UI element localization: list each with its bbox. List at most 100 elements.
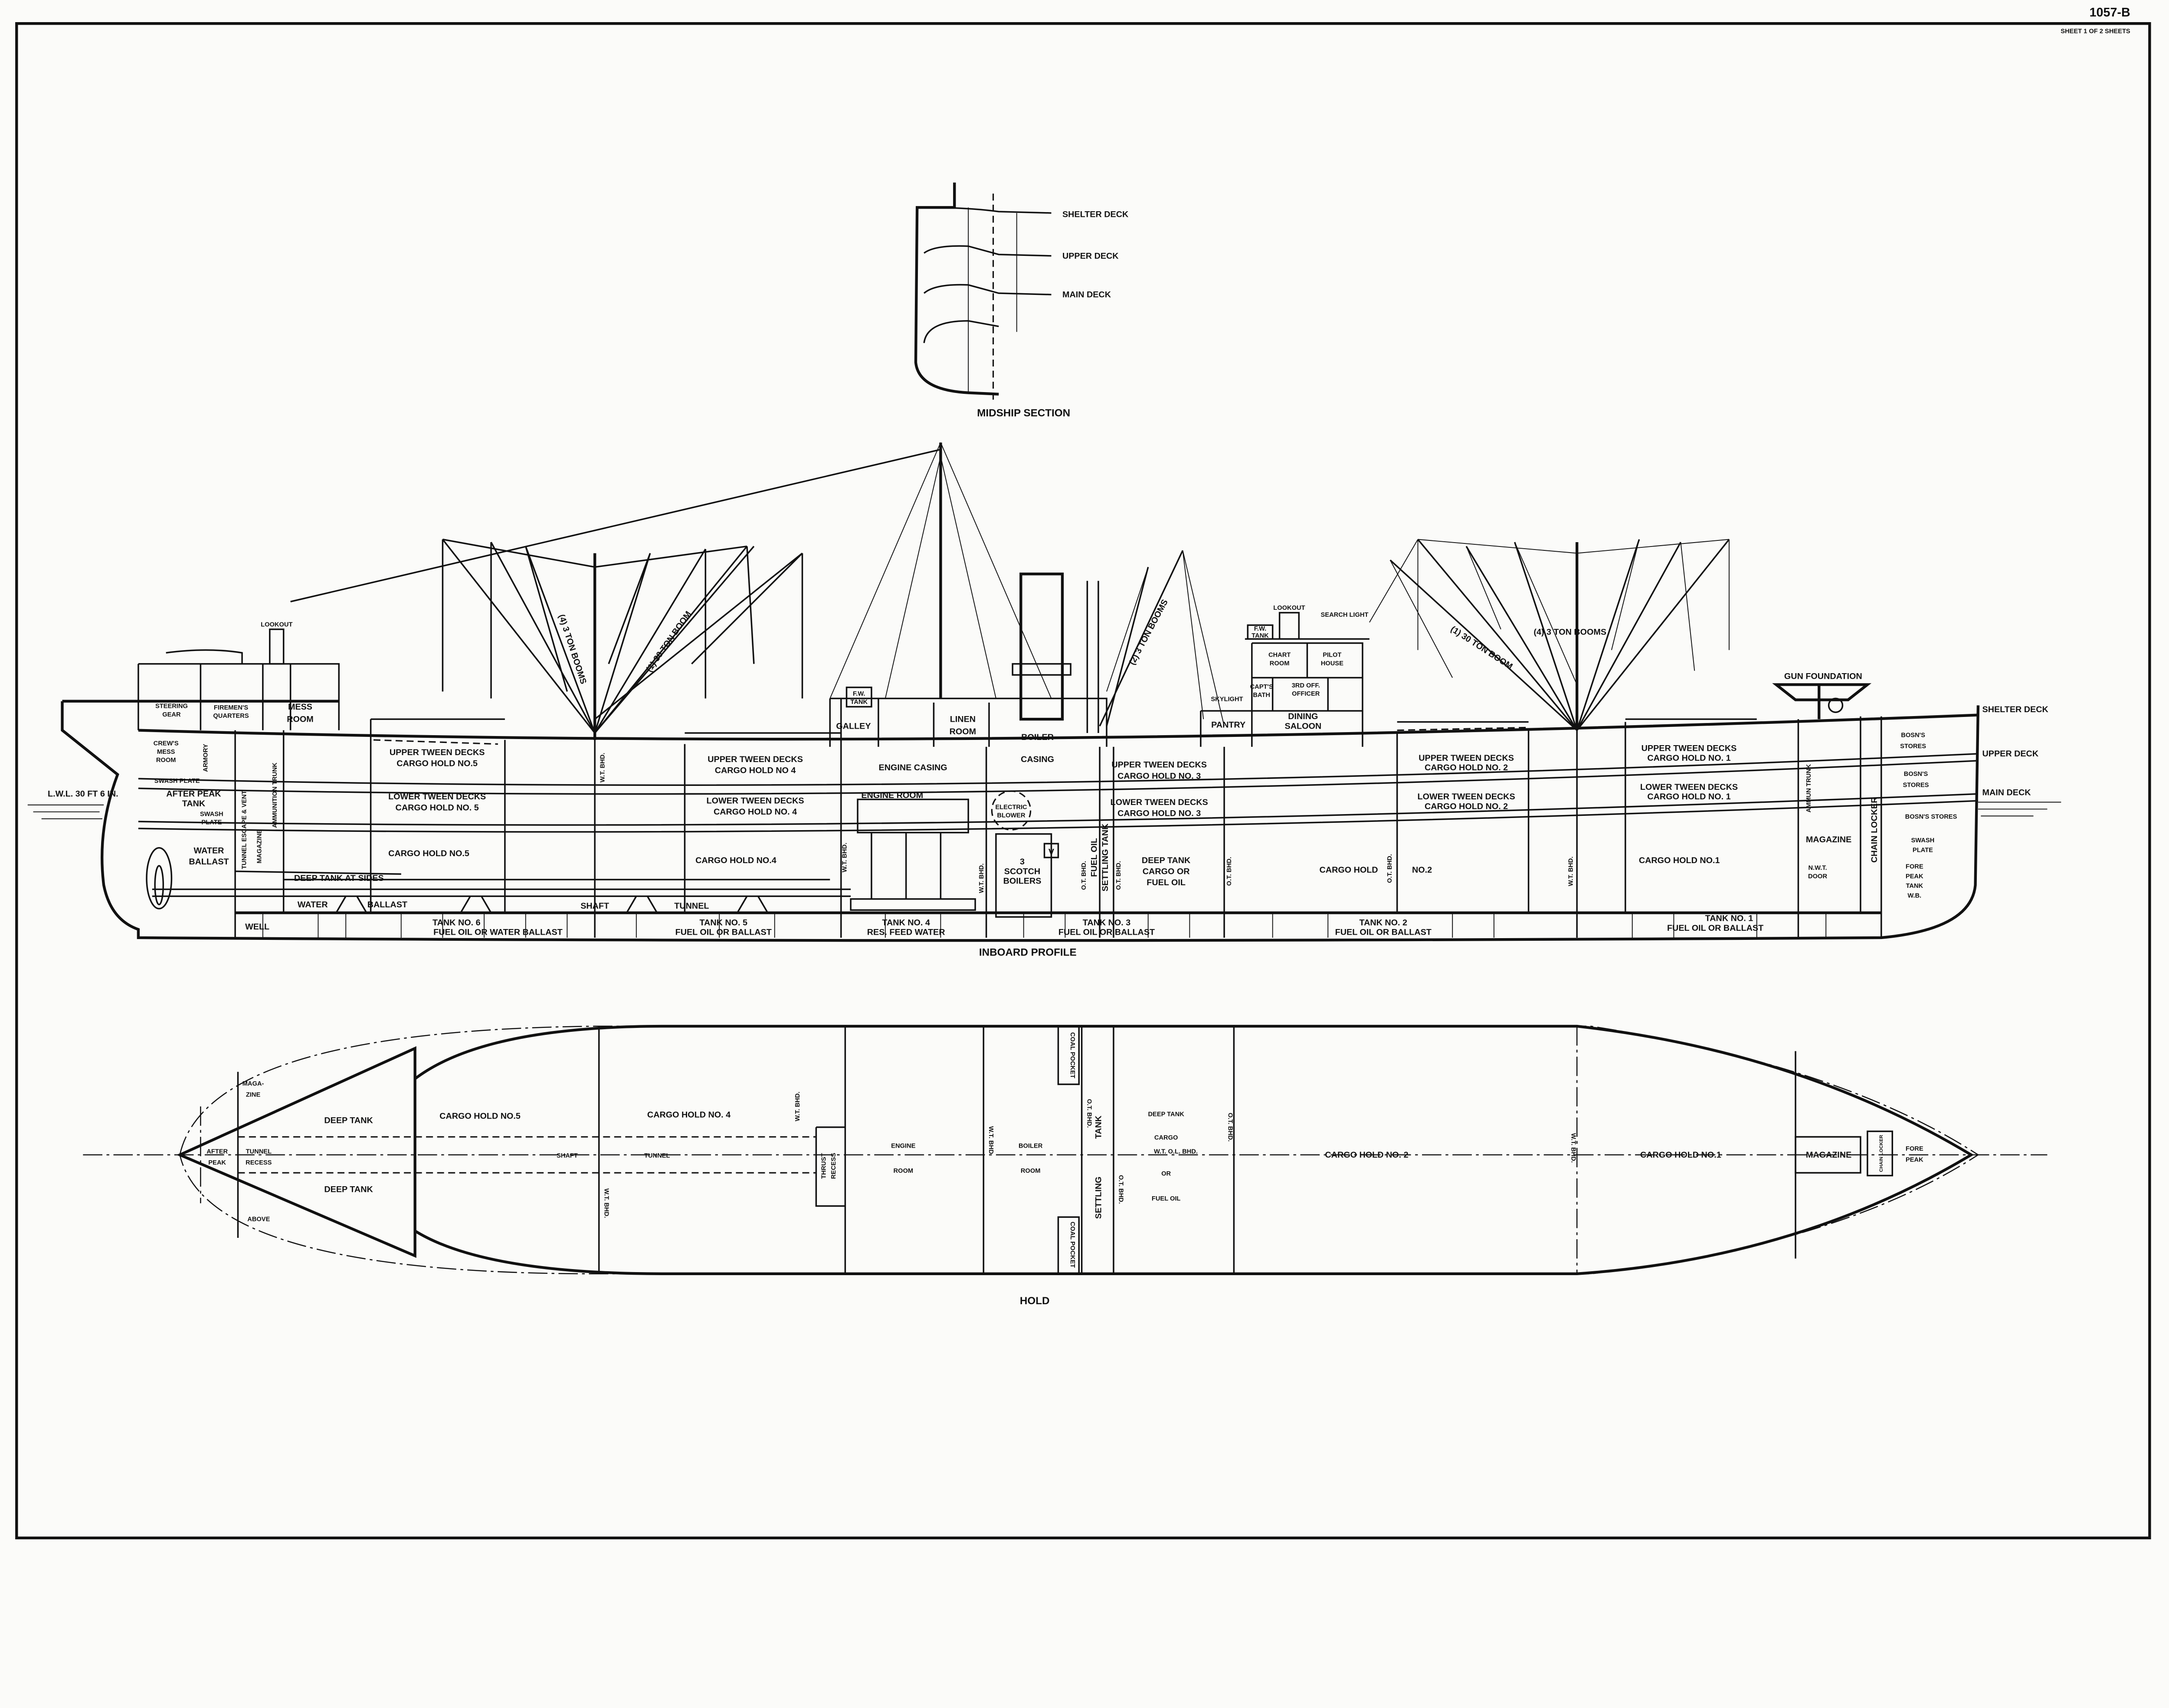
- label-scotch-boilers-3: BOILERS: [1003, 877, 1042, 886]
- label-upper-tween-5b: CARGO HOLD NO.5: [396, 759, 478, 769]
- label-skylight: SKYLIGHT: [1211, 696, 1243, 703]
- label-fw-tank-galley: F.W.: [853, 690, 865, 697]
- hold-label-settling: SETTLING: [1094, 1177, 1103, 1219]
- hold-label-deep-tank-cargo-4: FUEL OIL: [1152, 1195, 1181, 1202]
- label-cargo-hold-4: CARGO HOLD NO.4: [695, 856, 777, 865]
- label-ammunition-trunk: AMMUNITION TRUNK: [272, 762, 278, 828]
- label-upper-deck: UPPER DECK: [1982, 749, 2039, 759]
- label-shelter-deck: SHELTER DECK: [1982, 705, 2049, 714]
- label-boiler-casing-2: CASING: [1021, 755, 1054, 764]
- label-fore-peak-4: W.B.: [1907, 893, 1921, 900]
- hold-label-tunnel-recess-2: RECESS: [246, 1159, 272, 1166]
- label-lower-tween-4b: CARGO HOLD NO. 4: [714, 807, 797, 817]
- label-armory: ARMORY: [202, 744, 209, 772]
- label-bosns-stores-1: BOSN'S: [1901, 732, 1925, 739]
- label-tank-2: TANK NO. 2: [1360, 918, 1408, 927]
- label-nwt-door: N.W.T.: [1808, 865, 1827, 872]
- label-tunnel: TUNNEL: [674, 901, 709, 911]
- label-ot-bhd-2: O.T. BHD.: [1115, 861, 1122, 890]
- label-lookout-aft: LOOKOUT: [261, 622, 292, 628]
- label-steering-gear-2: GEAR: [162, 711, 181, 718]
- label-capts-bath-2: BATH: [1253, 692, 1270, 699]
- midship-shelter-deck-label: SHELTER DECK: [1062, 210, 1129, 219]
- label-lwl: L.W.L. 30 FT 6 IN.: [48, 789, 118, 799]
- label-upper-tween-1: UPPER TWEEN DECKS: [1641, 744, 1737, 753]
- hold-label-coal-pocket-bottom: COAL POCKET: [1069, 1222, 1076, 1268]
- label-upper-tween-2b: CARGO HOLD NO. 2: [1425, 763, 1508, 772]
- label-tank-1: TANK NO. 1: [1705, 914, 1753, 923]
- label-fw-tank-galley-2: TANK: [850, 699, 868, 706]
- label-crews-mess-2: MESS: [157, 749, 175, 756]
- midship-main-deck-label: MAIN DECK: [1062, 290, 1111, 300]
- hold-plan-title: HOLD: [1020, 1295, 1050, 1307]
- hold-label-tank: TANK: [1094, 1115, 1103, 1139]
- label-booms-2-3ton: (2) 3 TON BOOMS: [1127, 598, 1170, 666]
- label-upper-tween-5: UPPER TWEEN DECKS: [390, 748, 485, 757]
- label-booms-4-3ton-fwd: (4) 3 TON BOOMS: [1533, 628, 1606, 637]
- label-tank-4b: RES. FEED WATER: [867, 928, 945, 937]
- label-tank-3b: FUEL OIL OR BALLAST: [1058, 928, 1155, 937]
- label-nwt-door-2: DOOR: [1808, 873, 1827, 880]
- label-v-mark: V: [1048, 847, 1055, 857]
- hold-label-wt-bhd-2: W.T. BHD.: [603, 1188, 609, 1218]
- hold-label-above: ABOVE: [247, 1216, 270, 1223]
- hold-label-cargo-hold-1: CARGO HOLD NO.1: [1640, 1150, 1721, 1160]
- label-lower-tween-5b: CARGO HOLD NO. 5: [396, 803, 479, 813]
- label-after-peak-2: TANK: [182, 799, 206, 808]
- hold-label-chain-locker: CHAIN LOCKER: [1879, 1135, 1884, 1172]
- hold-label-wt-bhd-4: W.T. BHD.: [1569, 1133, 1576, 1162]
- label-deep-tank-3b: CARGO OR: [1143, 867, 1190, 876]
- label-dining-saloon-2: SALOON: [1285, 721, 1322, 731]
- label-third-officer: 3RD OFF.: [1292, 682, 1320, 689]
- label-lookout-bridge: LOOKOUT: [1273, 605, 1305, 612]
- label-swash-plate-fwd: SWASH: [1911, 837, 1935, 844]
- title-block: 1057-B SHEET 1 OF 2 SHEETS: [2061, 6, 2130, 35]
- hold-label-magazine-fwd: MAGAZINE: [1806, 1150, 1851, 1160]
- label-settling-tank-2: SETTLING TANK: [1101, 823, 1110, 891]
- label-chart-room: CHART: [1268, 652, 1291, 659]
- label-crews-mess: CREW'S: [154, 740, 179, 747]
- hold-label-shaft: SHAFT: [557, 1152, 578, 1159]
- label-crews-mess-3: ROOM: [156, 757, 176, 764]
- label-pilot-house: PILOT: [1323, 652, 1341, 659]
- label-water: WATER: [298, 900, 328, 910]
- label-lower-tween-1: LOWER TWEEN DECKS: [1640, 782, 1738, 792]
- label-tank-2b: FUEL OIL OR BALLAST: [1335, 928, 1432, 937]
- label-boom-30ton-aft: (1) 30 TON BOOM: [644, 609, 693, 674]
- label-settling-tank: FUEL OIL: [1090, 838, 1099, 877]
- label-bosns-stores-1b: STORES: [1900, 743, 1926, 750]
- hold-label-thrust-recess: THRUST: [821, 1153, 828, 1178]
- label-tank-3: TANK NO. 3: [1083, 918, 1131, 927]
- label-dining-saloon: DINING: [1288, 712, 1318, 721]
- inboard-profile: LOOKOUT STEERING GEAR FIREMEN'S QUARTERS…: [27, 442, 2061, 958]
- hold-label-wt-ol-bhd: W.T. O.L. BHD.: [1154, 1148, 1198, 1155]
- label-ammun-trunk: AMMUN TRUNK: [1805, 764, 1812, 812]
- hold-label-coal-pocket-top: COAL POCKET: [1069, 1032, 1076, 1078]
- label-tank-5b: FUEL OIL OR BALLAST: [675, 928, 772, 937]
- label-water-ballast: WATER: [194, 846, 224, 855]
- label-electric-blower: ELECTRIC: [995, 804, 1027, 811]
- hold-label-cargo-hold-5: CARGO HOLD NO.5: [439, 1112, 521, 1121]
- label-upper-tween-2: UPPER TWEEN DECKS: [1419, 753, 1514, 763]
- label-scotch-boilers: 3: [1020, 857, 1025, 867]
- label-ot-bhd-3: O.T. BHD.: [1226, 857, 1233, 886]
- hold-label-deep-tank-cargo: DEEP TANK: [1148, 1111, 1184, 1118]
- hold-label-after-peak-2: PEAK: [208, 1159, 226, 1166]
- label-deep-tank-3: DEEP TANK: [1142, 856, 1191, 865]
- hold-label-thrust-recess-2: RECESS: [830, 1153, 837, 1179]
- label-wt-bhd-4: W.T. BHD.: [1568, 857, 1575, 886]
- label-lower-tween-2: LOWER TWEEN DECKS: [1418, 792, 1515, 802]
- label-swash-plate-2: SWASH: [200, 811, 223, 818]
- hold-label-ot-bhd-3: O.T. BHD.: [1227, 1112, 1234, 1142]
- hold-label-fore-peak-2: PEAK: [1906, 1157, 1923, 1164]
- label-deep-tank-3c: FUEL OIL: [1147, 878, 1186, 887]
- hold-label-deep-tank-cargo-3: OR: [1161, 1170, 1171, 1177]
- hold-label-fore-peak: FORE: [1906, 1145, 1923, 1152]
- label-wt-bhd-1: W.T. BHD.: [599, 753, 606, 782]
- label-steering-gear: STEERING: [155, 703, 188, 710]
- hold-label-engine-room: ENGINE: [891, 1143, 915, 1150]
- label-capts-bath: CAPT'S: [1250, 684, 1273, 690]
- label-linen-room: LINEN: [950, 715, 976, 724]
- label-pantry: PANTRY: [1211, 720, 1245, 730]
- label-upper-tween-3b: CARGO HOLD NO. 3: [1117, 771, 1201, 781]
